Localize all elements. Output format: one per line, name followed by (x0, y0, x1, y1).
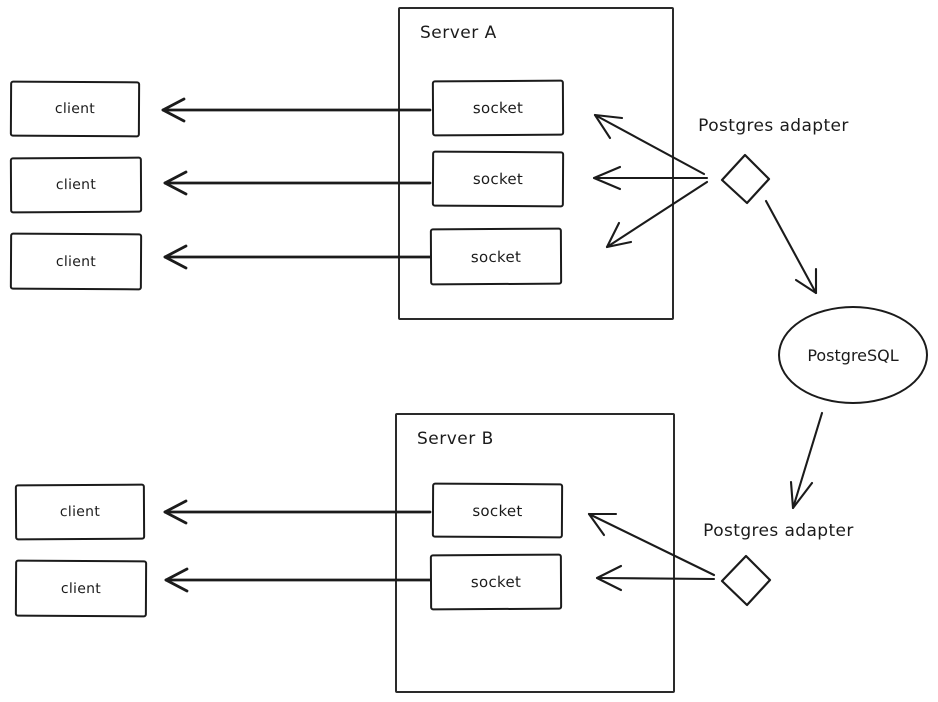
postgresql-ellipse: PostgreSQL (778, 306, 928, 404)
postgres-adapter-b-label: Postgres adapter (703, 521, 854, 541)
postgres-adapter-a-label: Postgres adapter (698, 116, 849, 136)
socket-box-b1: socket (431, 482, 564, 539)
socket-box-b2: socket (429, 553, 563, 611)
socket-box-a2: socket (431, 150, 565, 208)
server-a-label: Server A (420, 23, 497, 43)
postgres-adapter-b-diamond (720, 554, 772, 607)
server-b-label: Server B (417, 429, 494, 449)
client-box-a1: client (9, 80, 141, 138)
socket-b1-label: socket (472, 501, 523, 520)
arrow-socket-b2-to-client-b2 (164, 567, 432, 593)
socket-a3-label: socket (470, 247, 522, 266)
socket-b2-label: socket (470, 572, 522, 592)
socket-a2-label: socket (472, 169, 524, 189)
client-a3-label: client (55, 253, 97, 270)
client-box-a3: client (9, 232, 143, 291)
arrow-socket-a1-to-client-a1 (161, 97, 432, 123)
client-b1-label: client (59, 503, 101, 521)
socket-box-a3: socket (429, 227, 563, 286)
arrow-socket-a3-to-client-a3 (163, 244, 432, 270)
socket-a1-label: socket (472, 98, 524, 118)
arrow-postgresql-to-adapter-b (789, 411, 824, 510)
client-b2-label: client (60, 580, 102, 597)
socket-box-a1: socket (431, 79, 565, 137)
postgresql-label: PostgreSQL (807, 345, 899, 365)
client-a1-label: client (54, 100, 96, 118)
arrow-adapter-a-to-postgresql (764, 199, 818, 295)
client-box-b2: client (14, 559, 148, 618)
arrow-socket-a2-to-client-a2 (163, 170, 432, 196)
client-a2-label: client (55, 176, 97, 194)
postgres-adapter-a-diamond (720, 153, 771, 205)
arrow-socket-b1-to-client-b1 (163, 499, 432, 525)
client-box-b1: client (14, 483, 146, 541)
client-box-a2: client (9, 156, 143, 214)
